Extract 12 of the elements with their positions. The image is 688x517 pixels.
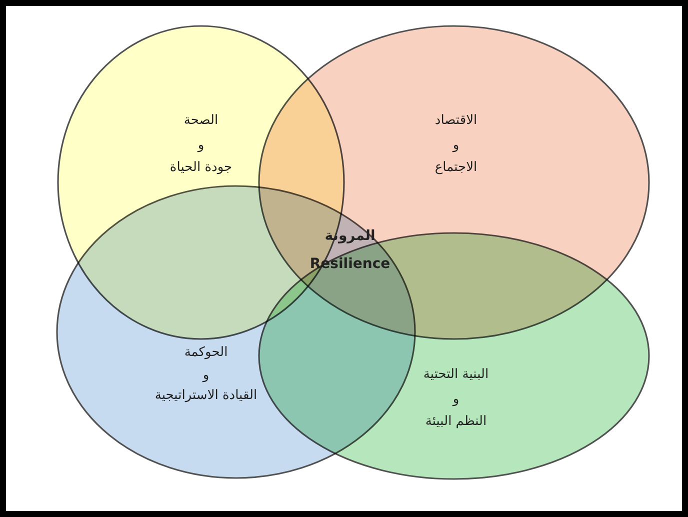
conjunction-text: و bbox=[452, 392, 460, 409]
category-label: الاجتماع bbox=[434, 160, 478, 177]
category-label: القيادة الاستراتيجية bbox=[154, 388, 258, 405]
category-label: النظم البيئة bbox=[425, 414, 487, 431]
category-label: جودة الحياة bbox=[170, 160, 232, 177]
category-label: الاقتصاد bbox=[434, 113, 478, 130]
category-label: البنية التحتية bbox=[423, 367, 489, 384]
conjunction-text: و bbox=[452, 138, 460, 155]
conjunction-text: و bbox=[202, 368, 210, 385]
category-label: الصحة bbox=[184, 113, 218, 130]
category-label: الحوكمة bbox=[184, 345, 228, 362]
conjunction-text: و bbox=[198, 138, 204, 155]
